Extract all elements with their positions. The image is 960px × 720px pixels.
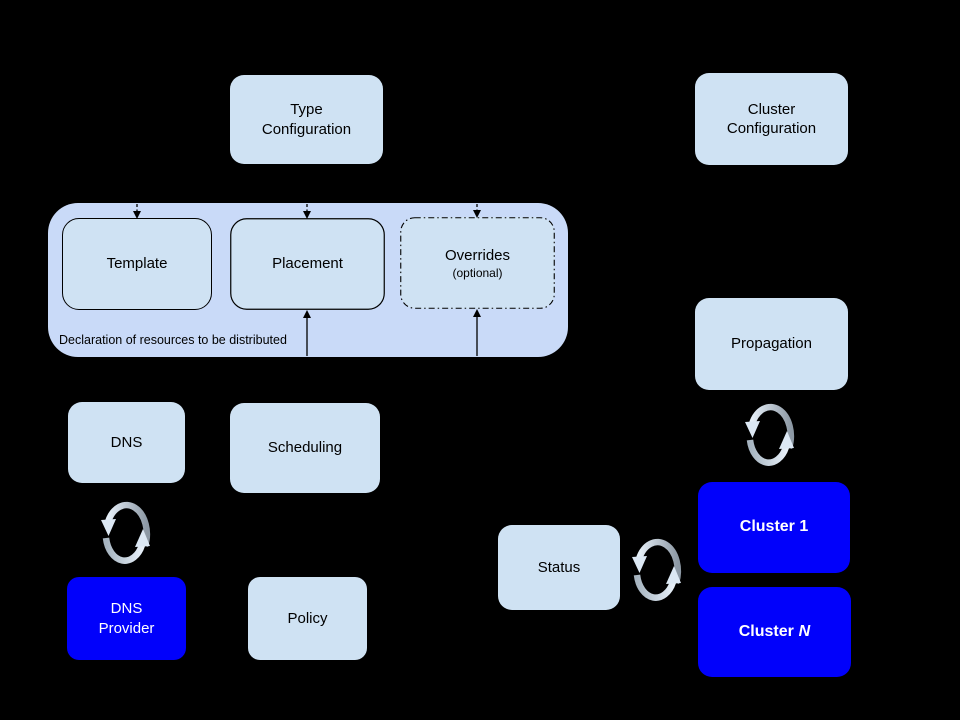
propagation-cluster-sync-icon [743, 398, 797, 472]
overrides-dash-dot-border [400, 217, 555, 309]
placement-label: Placement [272, 255, 343, 273]
cluster-configuration-label: Cluster Configuration [726, 100, 817, 138]
scheduling-box: Scheduling [230, 403, 380, 493]
dns-provider-box: DNS Provider [67, 577, 186, 660]
overrides-label: Overrides [444, 247, 511, 265]
scheduling-label: Scheduling [267, 439, 343, 457]
placement-box: Placement [230, 218, 385, 310]
cluster-n-prefix: Cluster [738, 622, 794, 640]
type-configuration-box: Type Configuration [230, 75, 383, 164]
dns-provider-label: DNS Provider [98, 600, 155, 637]
declaration-caption: Declaration of resources to be distribut… [59, 333, 287, 347]
dns-box: DNS [68, 402, 185, 483]
status-label: Status [537, 558, 581, 576]
policy-label: Policy [287, 609, 328, 627]
cluster-1-box: Cluster 1 [698, 482, 850, 573]
cluster-configuration-box: Cluster Configuration [695, 73, 848, 165]
status-cluster-sync-icon [630, 533, 684, 607]
template-label: Template [106, 255, 168, 273]
overrides-box: Overrides (optional) [400, 217, 555, 309]
propagation-box: Propagation [695, 298, 848, 390]
template-box: Template [62, 218, 212, 310]
resource-declaration-container: Template Placement Overrides (optional) … [48, 203, 568, 357]
type-configuration-label: Type Configuration [261, 101, 352, 138]
overrides-optional-label: (optional) [452, 265, 503, 280]
cluster-n-italic-n: N [798, 622, 811, 640]
dns-sync-icon [99, 496, 153, 570]
propagation-label: Propagation [731, 335, 812, 353]
dns-label: DNS [110, 433, 143, 451]
cluster-1-label: Cluster 1 [739, 518, 809, 536]
policy-box: Policy [248, 577, 367, 660]
status-box: Status [498, 525, 620, 610]
